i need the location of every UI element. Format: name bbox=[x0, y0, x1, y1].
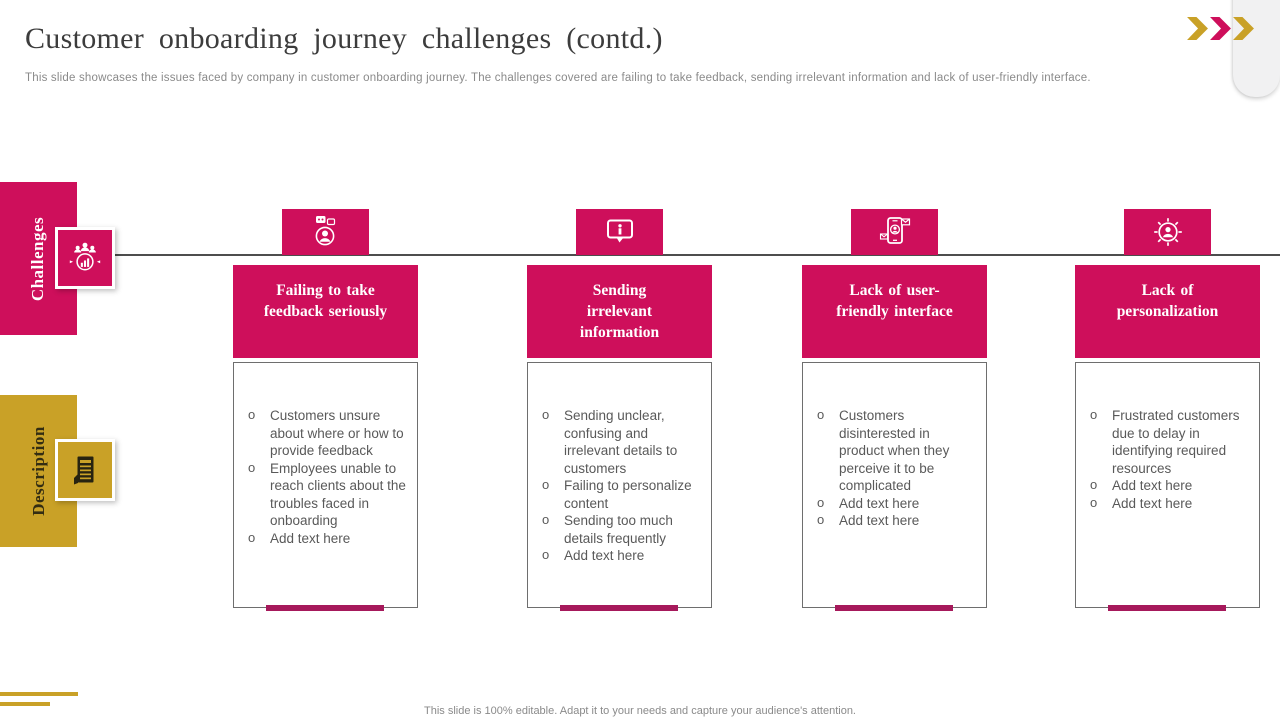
personalization-user-gear-icon bbox=[1124, 209, 1211, 255]
chevron-right-icon bbox=[1210, 17, 1231, 40]
challenge-title: Lack of user-friendly interface bbox=[802, 265, 987, 358]
accent-underline bbox=[1108, 605, 1226, 611]
footer-gold-line bbox=[0, 702, 50, 706]
mobile-user-interface-icon bbox=[851, 209, 938, 255]
accent-underline bbox=[266, 605, 384, 611]
challenge-title: Lack of personalization bbox=[1075, 265, 1260, 358]
challenge-title: Sending irrelevant information bbox=[527, 265, 712, 358]
info-speech-bubble-icon bbox=[576, 209, 663, 255]
footer-gold-line bbox=[0, 692, 78, 696]
accent-underline bbox=[835, 605, 953, 611]
accent-underline bbox=[560, 605, 678, 611]
timeline-line bbox=[60, 254, 1280, 256]
chevron-right-icon bbox=[1187, 17, 1208, 40]
challenges-label: Challenges bbox=[28, 216, 48, 301]
triple-chevron-decoration bbox=[1187, 17, 1279, 41]
description-label: Description bbox=[28, 426, 48, 516]
challenge-title: Failing to take feedback seriously bbox=[233, 265, 418, 358]
corner-tab-shape bbox=[1233, 0, 1280, 97]
chevron-right-icon bbox=[1233, 17, 1254, 40]
page-title: Customer onboarding journey challenges (… bbox=[25, 22, 663, 55]
person-feedback-chat-icon bbox=[282, 209, 369, 255]
newspaper-document-icon bbox=[55, 439, 115, 501]
editable-note: This slide is 100% editable. Adapt it to… bbox=[424, 705, 856, 717]
slide-subtitle: This slide showcases the issues faced by… bbox=[25, 72, 1091, 84]
team-analytics-icon bbox=[55, 227, 115, 289]
